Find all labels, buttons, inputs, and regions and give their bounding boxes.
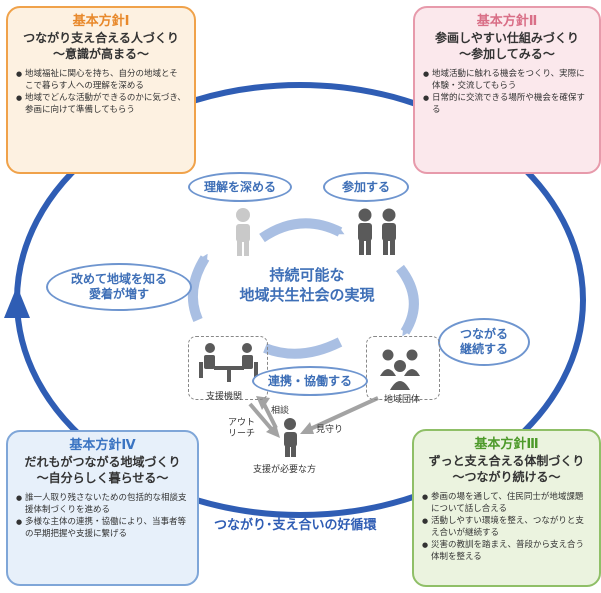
policy-4-bullets: 誰一人取り残さないための包括的な相談支援体制づくりを進める 多様な主体の連携・協…: [16, 492, 189, 540]
consult-label: 相談: [271, 406, 290, 416]
person-in-need-label: 支援が必要な方: [253, 465, 317, 475]
stage-cooperate-label: 連携・協働する: [267, 373, 352, 388]
stage-participate: 参加する: [323, 172, 409, 202]
stage-continue: つながる 継続する: [438, 318, 530, 366]
policy-2-bullet: 地域活動に触れる機会をつくり、実際に体験・交流してもらう: [423, 68, 591, 92]
policy-box-1: 基本方針Ⅰ つながり支え合える人づくり ～意識が高まる～ 地域福祉に関心を持ち、…: [6, 6, 196, 174]
center-title-line2: 地域共生社会の実現: [239, 286, 375, 304]
inner-arrow-right: [395, 264, 419, 337]
inner-arrow-top: [259, 218, 345, 243]
stage-affection-line2: 愛着が増す: [88, 287, 149, 301]
policy-4-line2: ～自分らしく暮らせる～: [36, 471, 169, 485]
policy-4-title: 基本方針Ⅳ: [69, 438, 136, 453]
outreach-label-line2: リーチ: [228, 429, 256, 439]
outreach-arrowhead: [266, 424, 280, 438]
support-org-label: 支援機関: [206, 392, 243, 402]
policy-3-line1: ずっと支え合える体制づくり: [428, 454, 585, 468]
cycle-label: つながり･支え合いの好循環: [214, 518, 377, 533]
policy-1-bullet: 地域でどんな活動ができるのかに気づき、参画に向けて準備してもらう: [16, 92, 186, 116]
policy-1-title: 基本方針Ⅰ: [72, 14, 130, 29]
policy-box-4: 基本方針Ⅳ だれもがつながる地域づくり ～自分らしく暮らせる～ 誰一人取り残さな…: [6, 430, 199, 586]
policy-3-line2: ～つながり続ける～: [452, 470, 561, 484]
outreach-label-line1: アウト: [228, 418, 256, 428]
outreach-label: アウト リーチ: [228, 418, 255, 440]
watch-arrowhead: [300, 422, 314, 434]
person-in-need-icon: [284, 418, 297, 457]
policy-4-line1: だれもがつながる地域づくり: [24, 455, 181, 469]
policy-3-bullet: 活動しやすい環境を整え、つながりと支え合いが継続する: [422, 515, 591, 539]
single-person-icon: [236, 208, 250, 256]
inner-arrow-left: [187, 253, 210, 322]
center-title-line1: 持続可能な: [269, 266, 345, 284]
policy-4-bullet: 多様な主体の連携・協働により、当事者等の早期把握や支援に繋げる: [16, 516, 189, 540]
community-group-box: [366, 336, 440, 400]
policy-box-3: 基本方針Ⅲ ずっと支え合える体制づくり ～つながり続ける～ 参画の場を通して、住…: [412, 429, 601, 587]
policy-2-line1: 参画しやすい仕組みづくり: [435, 31, 579, 45]
community-group-label: 地域団体: [384, 395, 421, 405]
policy-1-line1: つながり支え合える人づくり: [23, 31, 179, 45]
policy-2-bullet: 日常的に交流できる場所や機会を確保する: [423, 92, 591, 116]
cycle-arrowhead: [4, 286, 30, 318]
stage-continue-line2: 継続する: [459, 342, 508, 356]
stage-affection-line1: 改めて地域を知る: [70, 272, 167, 286]
support-org-box: [188, 336, 268, 400]
watch-arrow: [307, 396, 379, 432]
stage-understand: 理解を深める: [188, 172, 292, 202]
policy-2-line2: ～参加してみる～: [459, 47, 555, 61]
policy-4-bullet: 誰一人取り残さないための包括的な相談支援体制づくりを進める: [16, 492, 189, 516]
two-people-icon: [358, 208, 396, 255]
center-title: 持続可能な 地域共生社会の実現: [212, 265, 402, 305]
policy-1-line2: ～意識が高まる～: [52, 47, 149, 61]
policy-3-bullet: 参画の場を通して、住民同士が地域課題について話し合える: [422, 491, 591, 515]
stage-cooperate: 連携・協働する: [252, 366, 368, 396]
stage-affection: 改めて地域を知る 愛着が増す: [46, 263, 192, 311]
community-group-icon: [380, 349, 420, 390]
inner-arrow-bottom: [263, 337, 343, 359]
policy-1-bullet: 地域福祉に関心を持ち、自分の地域とそこで暮らす人への理解を深める: [16, 68, 186, 92]
policy-2-bullets: 地域活動に触れる機会をつくり、実際に体験・交流してもらう 日常的に交流できる場所…: [423, 68, 591, 116]
stage-participate-label: 参加する: [341, 179, 390, 194]
outreach-arrow: [248, 402, 276, 434]
stage-continue-line1: つながる: [459, 327, 508, 341]
watch-label: 見守り: [316, 425, 344, 435]
policy-3-bullets: 参画の場を通して、住民同士が地域課題について話し合える 活動しやすい環境を整え、…: [422, 491, 591, 563]
policy-3-title: 基本方針Ⅲ: [474, 437, 539, 452]
policy-2-title: 基本方針Ⅱ: [476, 14, 538, 29]
support-org-icon: [199, 343, 258, 382]
policy-1-bullets: 地域福祉に関心を持ち、自分の地域とそこで暮らす人への理解を深める 地域でどんな活…: [16, 68, 186, 116]
stage-understand-label: 理解を深める: [203, 179, 276, 194]
policy-3-bullet: 災害の教訓を踏まえ、普段から支え合う体制を整える: [422, 539, 591, 563]
policy-box-2: 基本方針Ⅱ 参画しやすい仕組みづくり ～参加してみる～ 地域活動に触れる機会をつ…: [413, 6, 601, 174]
